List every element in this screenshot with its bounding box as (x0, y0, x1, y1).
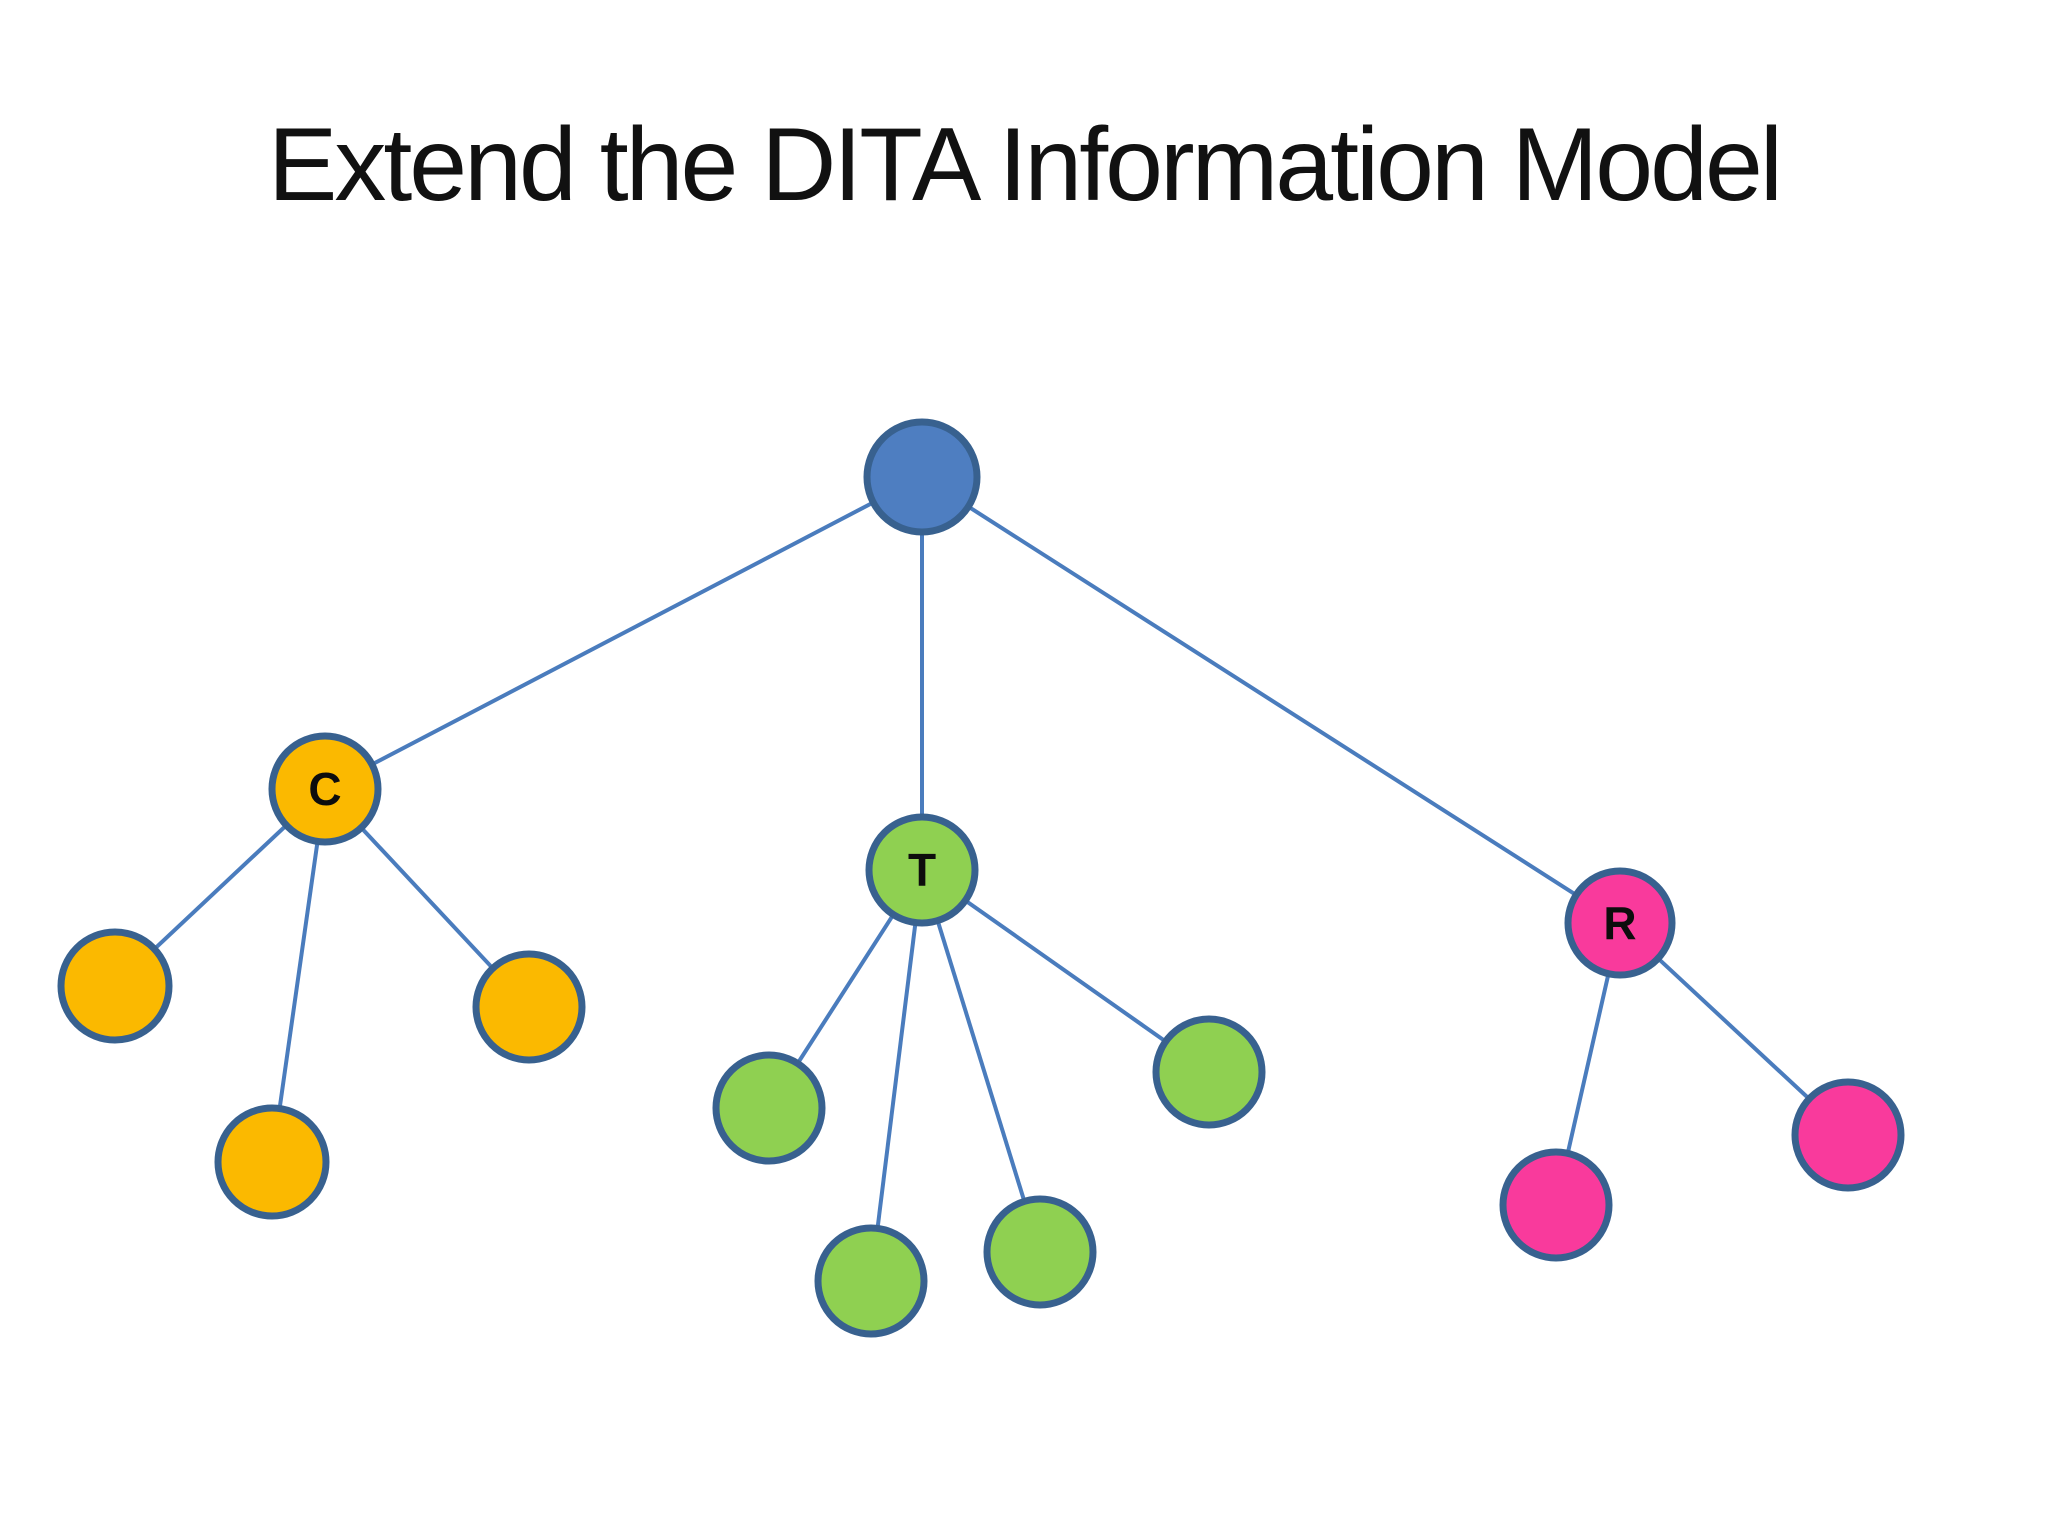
edge-t-t4 (920, 868, 1211, 1074)
node-r1 (1499, 1148, 1613, 1262)
node-root (863, 418, 981, 536)
node-t3 (983, 1195, 1097, 1309)
node-t (865, 813, 979, 927)
node-c (268, 732, 382, 846)
edge-t-t3 (920, 869, 1042, 1253)
node-t1 (712, 1051, 826, 1165)
node-c1 (57, 928, 173, 1044)
node-t2 (814, 1224, 928, 1338)
node-c3 (472, 950, 586, 1064)
edge-t-t2 (869, 869, 924, 1282)
node-c2 (214, 1104, 330, 1220)
nodes-layer: C T R (57, 418, 1905, 1338)
slide-title: Extend the DITA Information Model (268, 107, 1783, 223)
node-r2 (1791, 1078, 1905, 1192)
edge-root-c (324, 475, 923, 791)
node-t4 (1152, 1015, 1266, 1129)
node-label-c: C (308, 763, 341, 815)
edge-root-r (920, 475, 1622, 925)
node-label-t: T (908, 844, 936, 896)
edge-c-c2 (270, 788, 327, 1163)
node-label-r: R (1603, 897, 1636, 949)
node-r (1564, 867, 1676, 979)
